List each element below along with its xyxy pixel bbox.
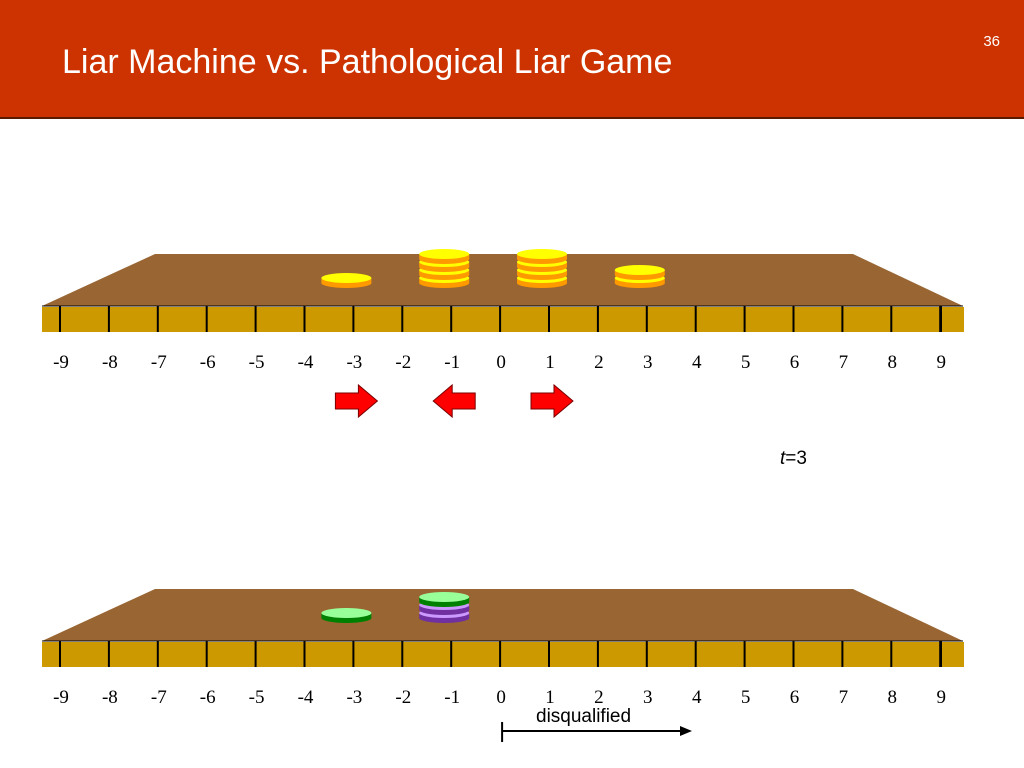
disqualified-label: disqualified [536, 706, 632, 727]
bottom-tick-label: 1 [545, 687, 555, 708]
yellow-chip [321, 273, 372, 283]
top-board-svg: -9 -8 -7 -6 -5 -4 -3 -2 -1 0 1 2 3 4 5 6 7 8 9 [42, 249, 964, 373]
top-tick-label: 3 [643, 352, 653, 373]
bottom-tick-label: -3 [346, 687, 362, 708]
disqualified-arrowhead [680, 726, 692, 736]
top-table-surface [42, 254, 963, 306]
bottom-tick-label: 5 [741, 687, 751, 708]
top-tick-label: -5 [249, 352, 265, 373]
top-tick-label: -6 [200, 352, 216, 373]
slide-title: Liar Machine vs. Pathological Liar Game [62, 43, 673, 81]
slide-header: Liar Machine vs. Pathological Liar Game … [0, 0, 1024, 119]
bottom-tick-label: -1 [444, 687, 460, 708]
bottom-tick-label: -5 [249, 687, 265, 708]
top-tick-label: 7 [839, 352, 849, 373]
yellow-chip [419, 249, 470, 259]
top-chip-stack [321, 273, 372, 288]
time-variable: t [780, 448, 786, 469]
bottom-ruler [42, 642, 964, 667]
top-tick-label: -4 [298, 352, 314, 373]
top-chip-stack [419, 249, 470, 288]
top-tick-label: 5 [741, 352, 751, 373]
bottom-tick-label: 8 [888, 687, 898, 708]
top-tick-label: 1 [545, 352, 555, 373]
move-right-arrow [530, 383, 574, 419]
bottom-tick-label: 3 [643, 687, 653, 708]
bottom-tick-label: -7 [151, 687, 167, 708]
green-chip [321, 608, 372, 618]
top-tick-label: 6 [790, 352, 800, 373]
time-value: =3 [785, 448, 807, 469]
bottom-tick-label: -6 [200, 687, 216, 708]
bottom-board-svg: -9 -8 -7 -6 -5 -4 -3 -2 -1 0 1 2 3 4 5 6 7 8 9 [42, 589, 964, 708]
bottom-tick-label: 2 [594, 687, 604, 708]
bottom-board: -9 -8 -7 -6 -5 -4 -3 -2 -1 0 1 2 3 4 5 6 7 8 9 [0, 575, 1024, 715]
green-chip [419, 592, 470, 602]
time-label: t=3 [780, 448, 807, 470]
yellow-chip [614, 265, 665, 275]
top-tick-label: 9 [936, 352, 946, 373]
bottom-tick-label: 4 [692, 687, 702, 708]
bottom-tick-label: -2 [395, 687, 411, 708]
bottom-tick-label: 6 [790, 687, 800, 708]
top-tick-label: -8 [102, 352, 118, 373]
bottom-tick-label: 9 [936, 687, 946, 708]
top-tick-label: -2 [395, 352, 411, 373]
bottom-table-surface [42, 589, 963, 641]
move-right-arrow [334, 383, 379, 419]
bottom-tick-label: 0 [496, 687, 506, 708]
top-tick-label: -3 [346, 352, 362, 373]
yellow-chip [517, 249, 567, 259]
bottom-tick-label: -9 [53, 687, 69, 708]
top-tick-label: -9 [53, 352, 69, 373]
top-chip-stack [614, 265, 665, 288]
slide-number: 36 [983, 33, 1000, 50]
bottom-chip-stack [419, 592, 470, 623]
top-tick-label: 0 [496, 352, 506, 373]
top-tick-label: 2 [594, 352, 604, 373]
bottom-tick-label: -4 [298, 687, 314, 708]
bottom-tick-label: -8 [102, 687, 118, 708]
bottom-chip-stack [321, 608, 372, 623]
top-ruler [42, 307, 964, 332]
top-tick-label: -1 [444, 352, 460, 373]
top-tick-label: 4 [692, 352, 702, 373]
top-board: -9 -8 -7 -6 -5 -4 -3 -2 -1 0 1 2 3 4 5 6 7 8 9 [0, 240, 1024, 380]
top-chip-stack [517, 249, 567, 288]
move-left-arrow [432, 383, 476, 419]
top-tick-label: 8 [888, 352, 898, 373]
bottom-tick-label: 7 [839, 687, 849, 708]
top-tick-label: -7 [151, 352, 167, 373]
